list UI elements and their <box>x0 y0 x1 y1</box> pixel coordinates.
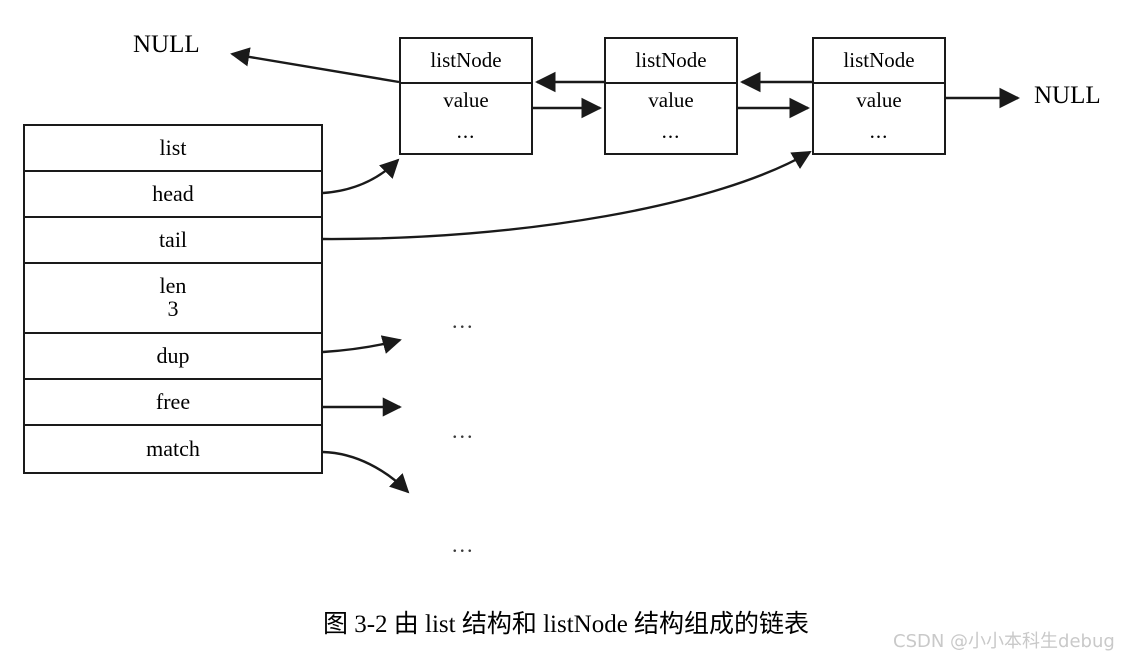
watermark-text: CSDN @小小本科生debug <box>893 631 1115 652</box>
listnode-dots: ... <box>661 119 681 143</box>
struct-row-list: list <box>25 126 321 172</box>
struct-row-match: match <box>25 426 321 472</box>
listnode-title: listNode <box>814 39 944 84</box>
listnode-body: value ... <box>814 84 944 155</box>
listnode-value: value <box>443 88 489 112</box>
listnode-body: value ... <box>606 84 736 155</box>
listnode-value: value <box>648 88 694 112</box>
arrow-list-dup <box>322 335 402 354</box>
arrow-list-tail-to-node3 <box>322 150 812 241</box>
listnode-box-1: listNode value ... <box>399 37 533 155</box>
struct-row-label: match <box>146 435 200 461</box>
listnode-box-2: listNode value ... <box>604 37 738 155</box>
listnode-value: value <box>856 88 902 112</box>
struct-row-free: free <box>25 380 321 426</box>
listnode-body: value ... <box>401 84 531 155</box>
arrow-list-match <box>322 450 410 494</box>
struct-row-label: free <box>155 388 191 414</box>
list-struct-table: list head tail len 3 dup free match <box>23 124 323 474</box>
struct-row-len: len 3 <box>25 264 321 334</box>
figure-caption: 图 3-2 由 list 结构和 listNode 结构组成的链表 <box>322 611 810 638</box>
struct-row-label: dup <box>156 342 190 368</box>
listnode-title: listNode <box>401 39 531 84</box>
struct-row-dup: dup <box>25 334 321 380</box>
listnode-box-3: listNode value ... <box>812 37 946 155</box>
listnode-dots: ... <box>456 119 476 143</box>
ellipsis-mark-1: ... <box>452 308 475 333</box>
arrow-head-node-prev-null <box>230 47 400 84</box>
listnode-dots: ... <box>869 119 889 143</box>
struct-row-value: 3 <box>167 296 179 321</box>
ellipsis-mark-2: ... <box>452 418 475 443</box>
null-label-left: NULL <box>133 31 200 58</box>
struct-row-label: head <box>152 180 194 206</box>
listnode-title: listNode <box>606 39 736 84</box>
struct-row-head: head <box>25 172 321 218</box>
struct-row-tail: tail <box>25 218 321 264</box>
struct-row-label: list <box>159 134 187 160</box>
ellipsis-mark-3: ... <box>452 532 475 557</box>
struct-row-label: len <box>159 273 187 299</box>
null-label-right: NULL <box>1034 82 1101 109</box>
arrow-list-head-to-node1 <box>322 158 400 195</box>
struct-row-label: tail <box>158 226 188 252</box>
